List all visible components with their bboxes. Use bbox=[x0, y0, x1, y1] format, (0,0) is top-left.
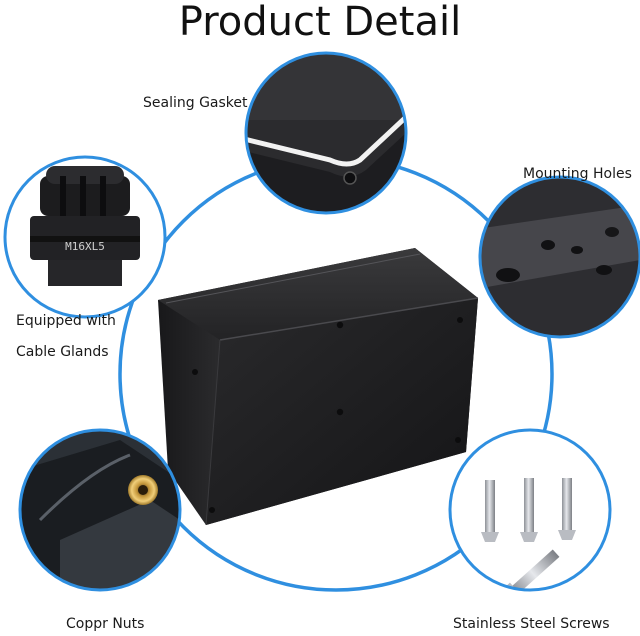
page-title: Product Detail bbox=[178, 0, 462, 45]
cable-gland-detail: M16XL5 bbox=[3, 155, 167, 319]
label-copper-nuts: Coppr Nuts bbox=[66, 616, 145, 632]
label-cable-glands: Equipped with Cable Glands bbox=[16, 310, 116, 363]
mounting-holes-detail bbox=[478, 175, 640, 339]
gland-marking: M16XL5 bbox=[65, 240, 105, 253]
label-sealing-gasket: Sealing Gasket bbox=[143, 95, 248, 111]
copper-nuts-detail bbox=[18, 428, 182, 592]
label-cable-glands-line1: Equipped with bbox=[16, 313, 116, 329]
sealing-gasket-detail bbox=[244, 51, 408, 215]
stainless-screws-detail bbox=[448, 428, 612, 592]
label-mounting-holes: Mounting Holes bbox=[523, 166, 632, 182]
label-stainless-screws: Stainless Steel Screws bbox=[453, 616, 610, 632]
label-cable-glands-line2: Cable Glands bbox=[16, 344, 109, 360]
enclosure-box bbox=[158, 248, 479, 526]
